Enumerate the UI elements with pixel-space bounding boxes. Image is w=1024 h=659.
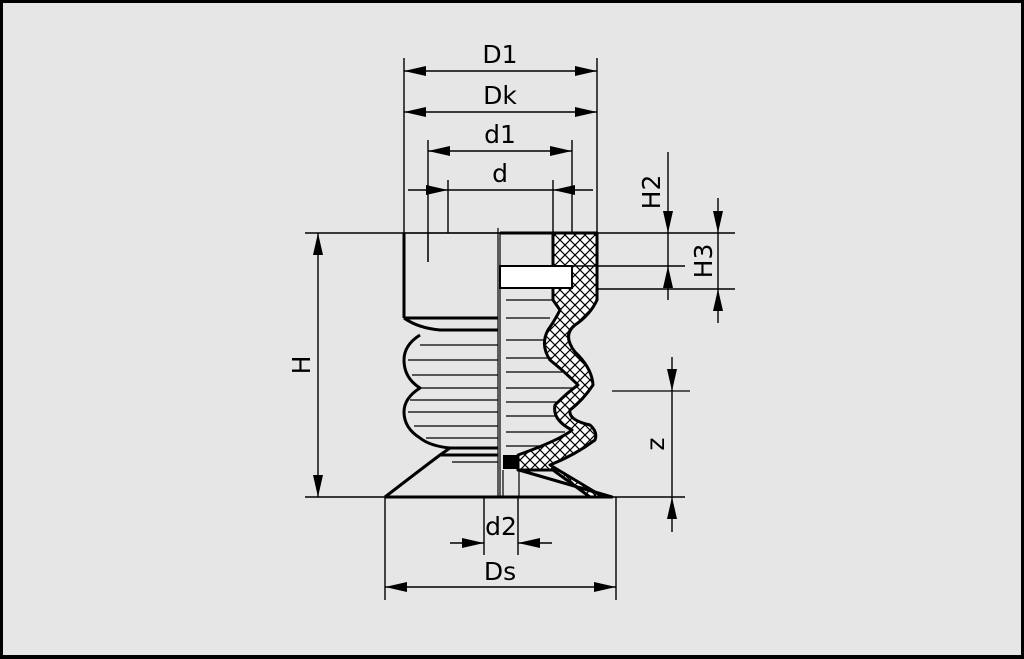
label-Dk: Dk — [483, 81, 517, 110]
dimension-H3: H3 — [597, 198, 735, 323]
cup-section-view — [499, 231, 614, 499]
label-H2: H2 — [637, 175, 666, 210]
center-axis — [497, 228, 501, 497]
label-H: H — [287, 356, 316, 375]
dimension-H2: H2 — [572, 152, 685, 300]
dimension-z: z — [612, 357, 690, 532]
dimension-d: d — [408, 159, 593, 233]
label-d1: d1 — [484, 120, 516, 149]
label-D1: D1 — [482, 40, 517, 69]
label-Ds: Ds — [484, 557, 516, 586]
dimension-D1: D1 — [403, 40, 598, 233]
dimension-d1: d1 — [427, 120, 573, 262]
label-d2: d2 — [485, 512, 517, 541]
dimension-d2: d2 — [450, 497, 552, 555]
label-d: d — [492, 159, 508, 188]
label-H3: H3 — [689, 244, 718, 279]
dimension-Dk: Dk — [404, 81, 597, 117]
dimension-Ds: Ds — [384, 497, 617, 600]
dimension-H: H — [287, 233, 323, 497]
label-z: z — [641, 437, 670, 450]
